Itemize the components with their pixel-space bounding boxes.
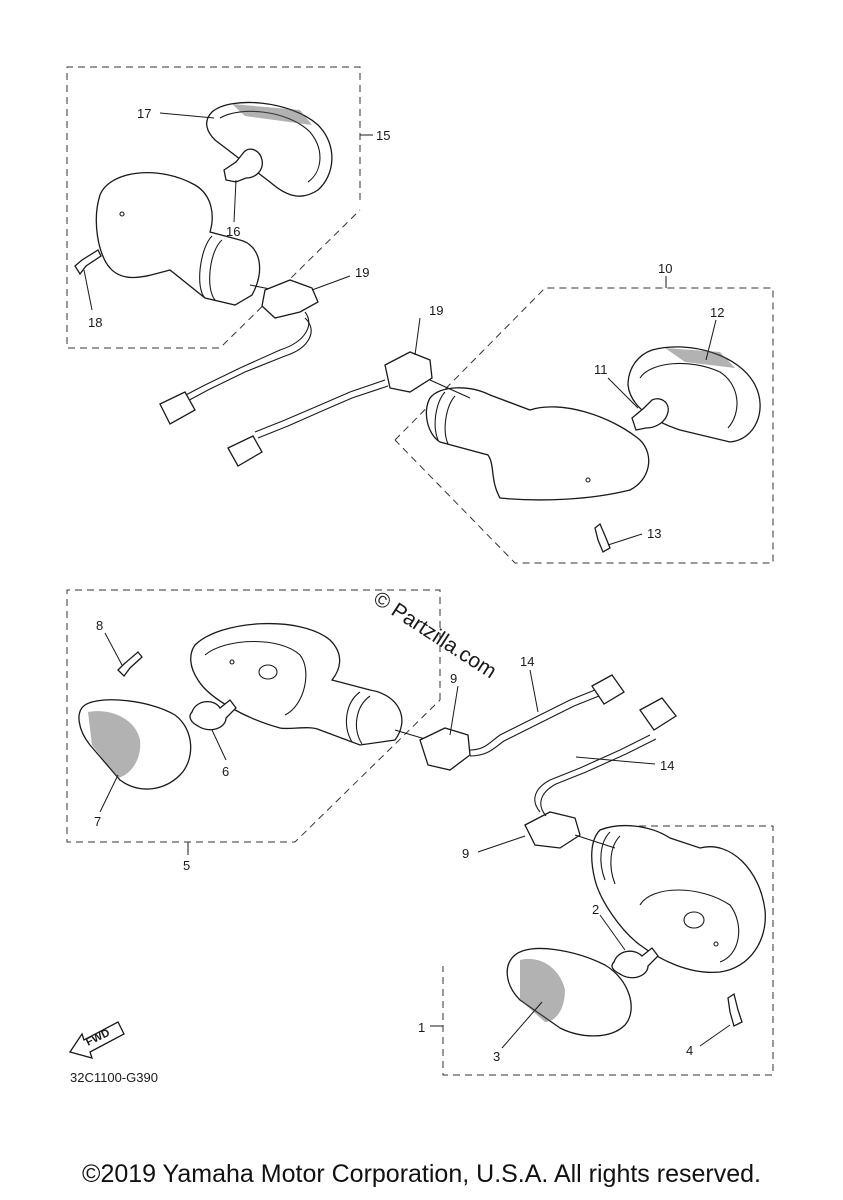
- bulb-2-shape: [611, 947, 659, 979]
- callout-11: 11: [594, 362, 608, 377]
- callout-13: 13: [647, 526, 661, 541]
- lens-17-shape: [206, 101, 333, 197]
- callout-1: 1: [418, 1020, 425, 1035]
- screw-4-shape: [727, 992, 743, 1027]
- connector-plug-top-left: [159, 391, 196, 425]
- group-10-dashed-outline: [394, 287, 774, 564]
- grommet-19-top-shape: [261, 279, 319, 319]
- callout-3: 3: [493, 1049, 500, 1064]
- fwd-arrow-icon: FWD: [68, 1021, 125, 1059]
- callout-15: 15: [376, 128, 390, 143]
- bulb-6-shape: [189, 699, 237, 731]
- partzilla-watermark: © Partzilla.com: [369, 587, 500, 683]
- group-15-dashed-outline: [66, 66, 361, 349]
- grommet-9-right-shape: [524, 811, 581, 849]
- housing-5-shape: [190, 622, 403, 746]
- bulb-11-shape: [631, 398, 669, 431]
- assembly-group-15: [66, 66, 361, 425]
- diagram-code: 32C1100-G390: [70, 1070, 158, 1085]
- callout-4: 4: [686, 1043, 693, 1058]
- callout-labels: 17 15 16 18 19 10 12 19 11 13 8 9 14 6 1…: [88, 106, 724, 1064]
- callout-6: 6: [222, 764, 229, 779]
- connector-plug-14-right: [639, 697, 677, 731]
- callout-10: 10: [658, 261, 672, 276]
- callout-19-top: 19: [355, 265, 369, 280]
- screw-8-shape: [117, 651, 143, 677]
- screw-18-shape: [74, 249, 102, 276]
- callout-14-left: 14: [520, 654, 534, 669]
- leader-lines: [83, 112, 731, 1049]
- callout-19-right: 19: [429, 303, 443, 318]
- housing-15-shape: [95, 172, 261, 306]
- callout-14-right: 14: [660, 758, 674, 773]
- callout-17: 17: [137, 106, 151, 121]
- callout-8: 8: [96, 618, 103, 633]
- callout-18: 18: [88, 315, 102, 330]
- housing-1-shape: [591, 824, 766, 974]
- assembly-group-10: [227, 287, 774, 564]
- callout-7: 7: [94, 814, 101, 829]
- bulb-16-shape: [223, 148, 263, 183]
- lens-3-shape: [506, 947, 632, 1037]
- connector-plug-top-right: [227, 435, 263, 467]
- callout-9-right: 9: [462, 846, 469, 861]
- assembly-group-5: [66, 589, 625, 843]
- callout-2: 2: [592, 902, 599, 917]
- callout-12: 12: [710, 305, 724, 320]
- grommet-9-left-shape: [419, 727, 471, 771]
- connector-plug-14-left: [591, 674, 625, 705]
- copyright-notice: ©2019 Yamaha Motor Corporation, U.S.A. A…: [82, 1160, 761, 1188]
- grommet-19-right-shape: [384, 351, 433, 393]
- screw-13-shape: [594, 522, 611, 553]
- callout-16: 16: [226, 224, 240, 239]
- group-5-dashed-outline: [66, 589, 441, 843]
- callout-5: 5: [183, 858, 190, 873]
- lens-7-shape: [78, 699, 192, 790]
- assembly-group-1: [442, 697, 774, 1076]
- housing-10-shape: [425, 387, 650, 501]
- callout-9-left: 9: [450, 671, 457, 686]
- group-1-dashed-outline: [442, 825, 774, 1076]
